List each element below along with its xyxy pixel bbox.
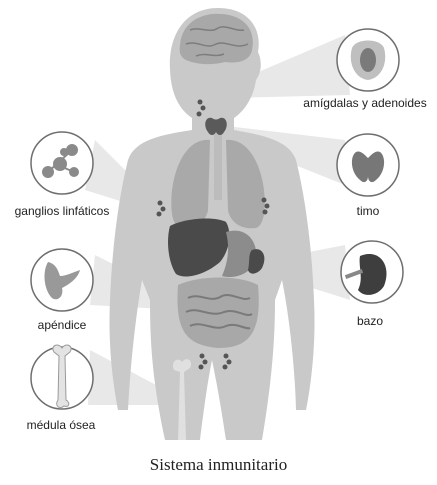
label-appendix: apéndice <box>22 318 102 332</box>
spleen-callout <box>341 241 403 303</box>
label-bone-marrow: médula ósea <box>16 418 106 432</box>
lymph-nodes-callout <box>31 132 93 194</box>
bone-marrow-callout <box>31 345 93 409</box>
label-thymus: timo <box>338 204 398 218</box>
label-spleen: bazo <box>340 314 400 328</box>
thymus-callout <box>337 134 399 196</box>
appendix-callout <box>31 249 93 311</box>
intestines-illustration <box>177 278 258 349</box>
label-tonsils: amígdalas y adenoides <box>295 96 435 110</box>
label-lymph-nodes: ganglios linfáticos <box>2 204 122 218</box>
tonsils-callout <box>337 29 399 91</box>
diagram-caption: Sistema inmunitario <box>0 455 437 475</box>
